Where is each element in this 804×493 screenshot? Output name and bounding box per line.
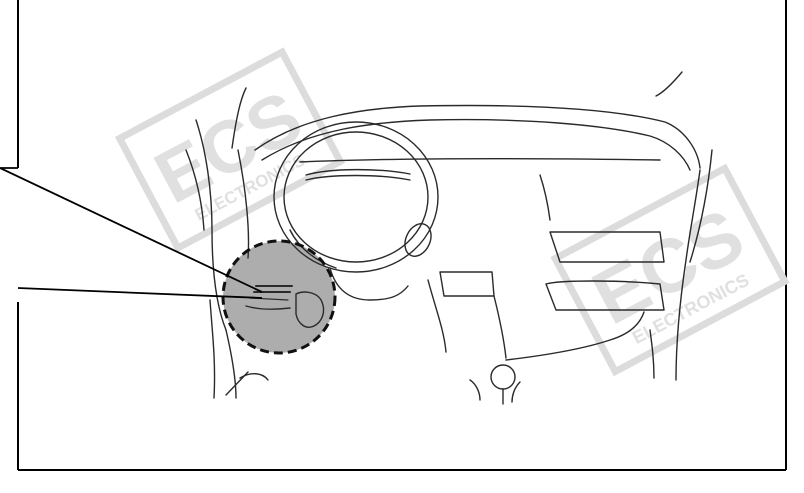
steering-column bbox=[330, 268, 408, 300]
seat-line-1 bbox=[226, 372, 248, 395]
shifter-boot-right bbox=[512, 382, 520, 402]
dashboard-seam bbox=[300, 159, 660, 162]
dash-center-line bbox=[540, 175, 550, 220]
door-bottom-left bbox=[210, 300, 215, 398]
gear-knob bbox=[491, 365, 515, 389]
instrument-hood-2 bbox=[306, 176, 410, 181]
shifter-boot-left bbox=[470, 380, 480, 400]
radio-panel bbox=[440, 272, 494, 296]
watermark-right: ECS ELECTRONICS bbox=[555, 168, 785, 371]
steering-wheel-inner bbox=[284, 132, 428, 262]
windshield-corner-right bbox=[656, 72, 682, 96]
door-bottom-left-2 bbox=[226, 330, 236, 398]
center-console-right bbox=[494, 296, 506, 358]
wheel-hub-left-spoke bbox=[400, 220, 436, 261]
